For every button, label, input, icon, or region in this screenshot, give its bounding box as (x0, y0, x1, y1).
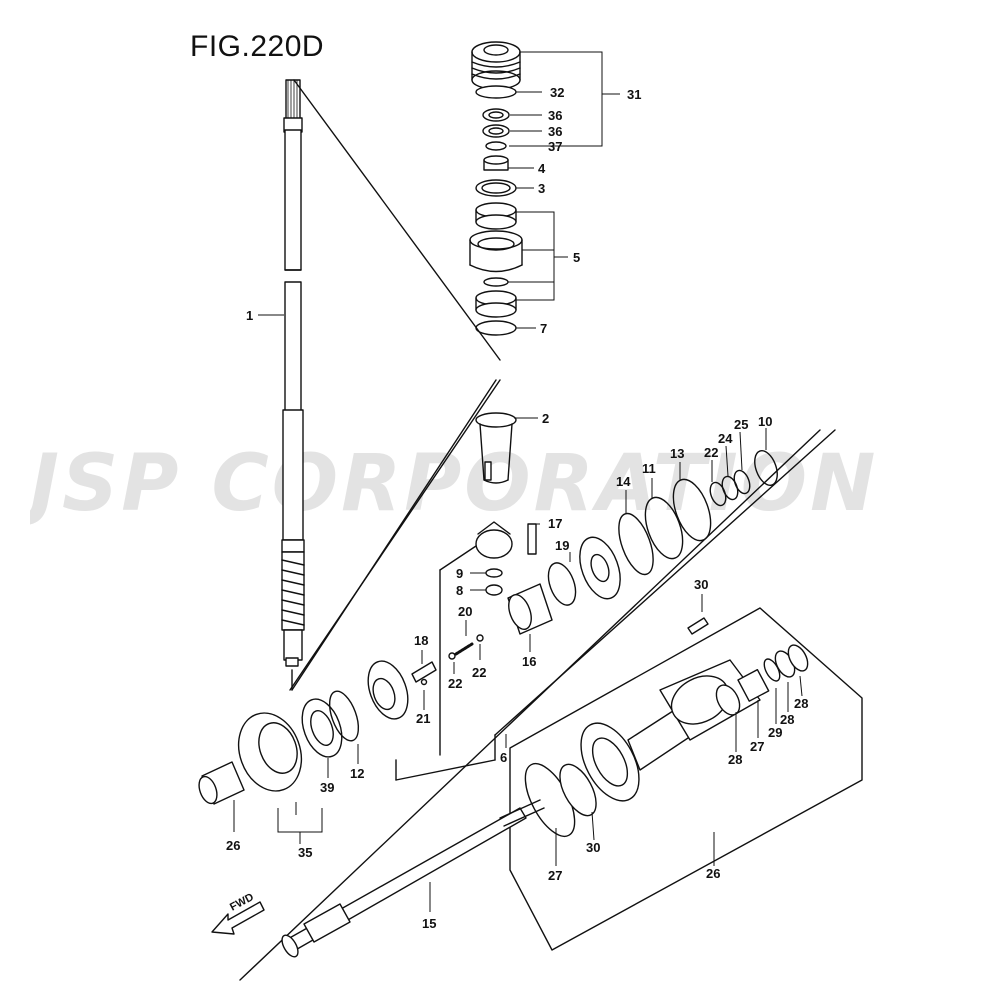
callout: 6 (500, 750, 507, 765)
callout: 5 (573, 250, 580, 265)
callout: 39 (320, 780, 334, 795)
figure-title: FIG.220D (190, 30, 325, 63)
callout: 26 (706, 866, 720, 881)
callout: 30 (586, 840, 600, 855)
callout: 28 (728, 752, 742, 767)
callout: 7 (540, 321, 547, 336)
callout: 22 (472, 665, 486, 680)
callout: 9 (456, 566, 463, 581)
callout: 25 (734, 417, 748, 432)
callout: 27 (548, 868, 562, 883)
bearing-assembly (469, 202, 523, 318)
callout: 14 (616, 474, 631, 489)
callout: 37 (548, 139, 562, 154)
callout: 21 (416, 711, 430, 726)
callout: 27 (750, 739, 764, 754)
callout: 29 (768, 725, 782, 740)
callout: 19 (555, 538, 569, 553)
callout: 18 (414, 633, 428, 648)
o-ring (475, 85, 517, 99)
callout: 31 (627, 87, 641, 102)
callout: 8 (456, 583, 463, 598)
callout: 22 (448, 676, 462, 691)
callout: 1 (246, 308, 253, 323)
callout: 28 (780, 712, 794, 727)
callout: 32 (550, 85, 564, 100)
callout: 36 (548, 108, 562, 123)
callout: 22 (704, 445, 718, 460)
callout: 20 (458, 604, 472, 619)
callout: 12 (350, 766, 364, 781)
callout: 2 (542, 411, 549, 426)
callout: 15 (422, 916, 436, 931)
callout: 24 (718, 431, 733, 446)
callout: 26 (226, 838, 240, 853)
propeller-shaft-housing (580, 659, 761, 802)
drive-shaft (281, 79, 305, 667)
callout: 17 (548, 516, 562, 531)
callout: 4 (538, 161, 546, 176)
callout: 35 (298, 845, 312, 860)
seal-housing (471, 41, 521, 90)
bushing (475, 412, 517, 484)
callout: 10 (758, 414, 772, 429)
callout: 3 (538, 181, 545, 196)
callout: 16 (522, 654, 536, 669)
callout: 30 (694, 577, 708, 592)
callout: 13 (670, 446, 684, 461)
fwd-arrow-icon (211, 901, 265, 935)
callout: 11 (642, 461, 656, 476)
callout: 28 (794, 696, 808, 711)
callout: 36 (548, 124, 562, 139)
propeller-shaft (281, 799, 545, 958)
